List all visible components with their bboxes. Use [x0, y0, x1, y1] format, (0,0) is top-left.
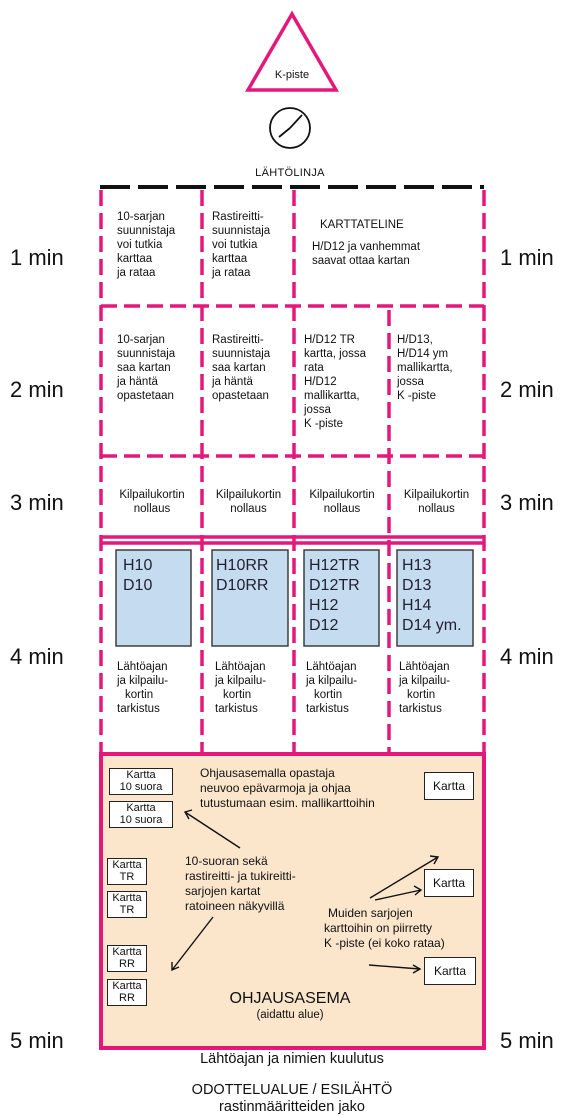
- time-3min-left: 3 min: [10, 490, 64, 515]
- start-line-label: LÄHTÖLINJA: [255, 167, 325, 179]
- arrows: [171, 809, 440, 974]
- footer-announcement: Lähtöajan ja nimien kuulutus: [200, 1051, 384, 1067]
- ohjausasema-subtitle: (aidattu alue): [256, 1009, 324, 1021]
- k-piste-triangle: [244, 10, 340, 92]
- footer-control-descriptions: rastinmääritteiden jako: [219, 1099, 365, 1115]
- time-1min-right: 1 min: [500, 245, 554, 270]
- time-4min-left: 4 min: [10, 644, 64, 669]
- time-3min-right: 3 min: [500, 490, 554, 515]
- time-1min-left: 1 min: [10, 245, 64, 270]
- clock-icon: [269, 107, 311, 149]
- time-2min-right: 2 min: [500, 377, 554, 402]
- time-5min-left: 5 min: [10, 1028, 64, 1053]
- map-right-3: Kartta: [424, 957, 476, 985]
- time-4min-right: 4 min: [500, 644, 554, 669]
- time-2min-left: 2 min: [10, 377, 64, 402]
- footer-waiting-area: ODOTTELUALUE / ESILÄHTÖ: [191, 1082, 393, 1098]
- k-piste-label: K-piste: [274, 69, 310, 81]
- map-right-2: Kartta: [424, 869, 474, 897]
- group-boxes: [115, 549, 474, 647]
- map-right-1: Kartta: [424, 772, 474, 800]
- time-5min-right: 5 min: [500, 1028, 554, 1053]
- ohjausasema-title: OHJAUSASEMA: [229, 990, 351, 1007]
- lane-lines: [99, 190, 486, 754]
